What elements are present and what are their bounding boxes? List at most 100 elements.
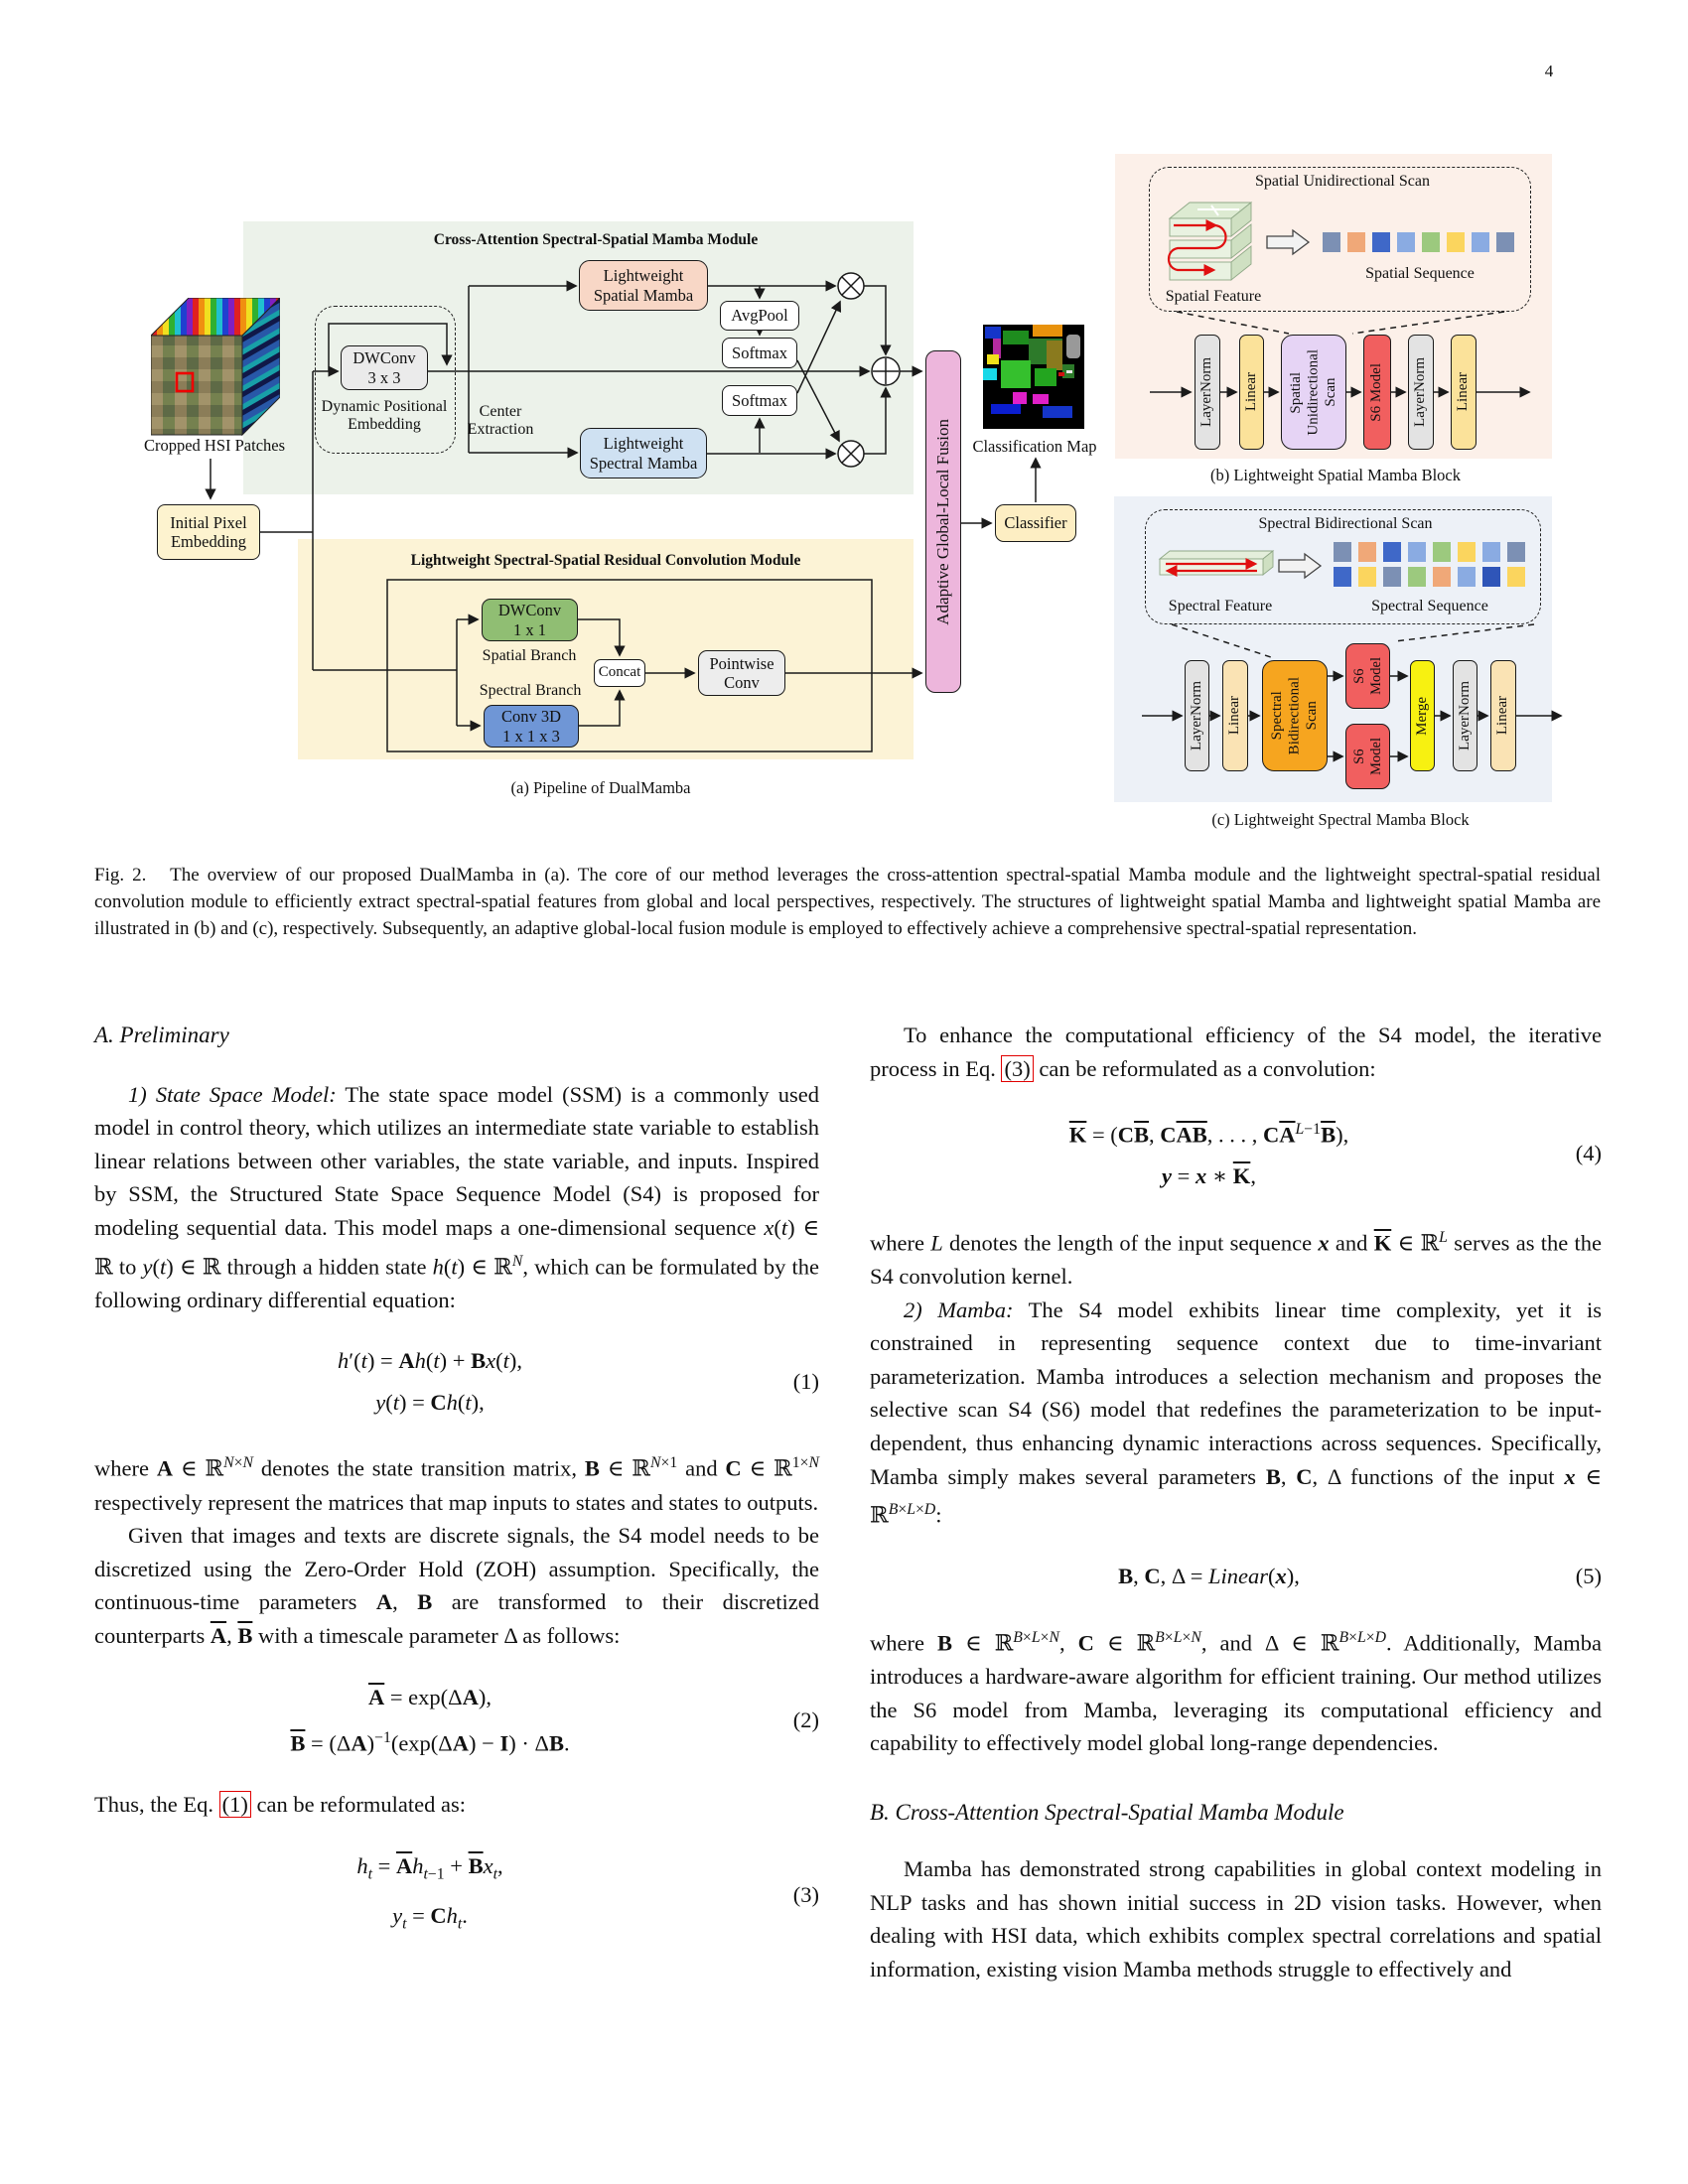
- scan-to-sequence-arrow-icon: [1266, 228, 1311, 256]
- b-layernorm1-label: LayerNorm: [1198, 357, 1215, 427]
- c-linear1-label: Linear: [1226, 696, 1243, 736]
- c-s6-model-top-label: S6 Model: [1350, 657, 1384, 695]
- b-s6-model-label: S6 Model: [1368, 362, 1385, 422]
- c-spectral-scan-box: Spectral Bidirectional Scan: [1262, 660, 1328, 771]
- equation-2: A = exp(ΔA), B = (ΔA)−1(exp(ΔA) − I) · Δ…: [94, 1681, 819, 1761]
- b-layernorm2-box: LayerNorm: [1408, 335, 1434, 450]
- figure-2: Cropped HSI Patches Initial Pixel Embedd…: [0, 0, 1688, 844]
- equation-3: ht = Aht−1 + Bxt, yt = Cht. (3): [94, 1849, 819, 1941]
- spectral-feature-label: Spectral Feature: [1168, 598, 1273, 614]
- adaptive-global-local-fusion-bar: Adaptive Global-Local Fusion: [925, 350, 961, 693]
- panel-a-caption: (a) Pipeline of DualMamba: [510, 778, 691, 797]
- section-a-heading: A. Preliminary: [94, 1023, 229, 1047]
- equation-3-line1: ht = Aht−1 + Bxt,: [356, 1852, 503, 1883]
- spatial-feature-label: Spatial Feature: [1165, 288, 1262, 305]
- paragraph-thus-eq1: Thus, the Eq. (1) can be reformulated as…: [94, 1791, 467, 1819]
- spatial-scan-balloon: [1149, 167, 1531, 312]
- pointwise-conv-box: Pointwise Conv: [698, 650, 785, 696]
- equation-4-number: (4): [1575, 1140, 1602, 1165]
- b-linear2-label: Linear: [1455, 372, 1472, 412]
- b-layernorm1-box: LayerNorm: [1195, 335, 1220, 450]
- paragraph-mamba-vision: Mamba has demonstrated strong capabiliti…: [870, 1856, 1602, 1982]
- spectral-sequence-squares-row2: [1334, 567, 1525, 587]
- dynamic-positional-embedding-label: Dynamic Positional Embedding: [321, 398, 448, 434]
- spectral-sequence-label: Spectral Sequence: [1371, 598, 1488, 614]
- equation-5: B, C, Δ = Linear(x), (5): [870, 1560, 1602, 1593]
- lightweight-spatial-mamba-box: Lightweight Spatial Mamba: [579, 260, 708, 311]
- c-s6-model-bottom-box: S6 Model: [1345, 724, 1390, 789]
- paragraph-convolution-intro: To enhance the computational efficiency …: [870, 1023, 1602, 1082]
- paragraph-state-space-model: 1) State Space Model: The state space mo…: [94, 1081, 820, 1312]
- equation-4-line2: y = x ∗ K,: [1162, 1163, 1256, 1189]
- b-s6-model-box: S6 Model: [1363, 335, 1391, 450]
- c-linear2-label: Linear: [1494, 696, 1511, 736]
- conv3d-1x1x3-box: Conv 3D 1 x 1 x 3: [484, 705, 579, 748]
- concat-box: Concat: [594, 659, 645, 687]
- spatial-sequence-squares: [1323, 232, 1514, 252]
- equation-2-number: (2): [792, 1707, 819, 1733]
- paragraph-hardware-aware: where B ∈ ℝB×L×N, C ∈ ℝB×L×N, and Δ ∈ ℝB…: [870, 1628, 1603, 1756]
- equation-1-line1: h′(t) = Ah(t) + Bx(t),: [338, 1348, 522, 1374]
- figure-caption: Fig. 2. The overview of our proposed Dua…: [94, 865, 1601, 940]
- paragraph-kernel: where L denotes the length of the input …: [870, 1228, 1602, 1289]
- cross-attention-module-title: Cross-Attention Spectral-Spatial Mamba M…: [433, 231, 759, 248]
- classification-map-image: [983, 325, 1084, 429]
- c-merge-box: Merge: [1410, 660, 1435, 771]
- hsi-cube-image: [151, 298, 280, 437]
- c-linear2-box: Linear: [1490, 660, 1516, 771]
- panel-a-yellow-module-bg: [298, 539, 914, 759]
- c-s6-model-top-box: S6 Model: [1345, 643, 1390, 709]
- equation-2-line2: B = (ΔA)−1(exp(ΔA) − I) · ΔB.: [290, 1729, 570, 1756]
- paragraph-zoh: Given that images and texts are discrete…: [94, 1523, 820, 1648]
- c-layernorm2-box: LayerNorm: [1453, 660, 1477, 771]
- c-layernorm1-box: LayerNorm: [1185, 660, 1209, 771]
- right-column: To enhance the computational efficiency …: [870, 1019, 1602, 1986]
- c-spectral-scan-label: Spectral Bidirectional Scan: [1268, 676, 1320, 755]
- page-number: 4: [1544, 62, 1554, 80]
- equation-4-line1: K = (CB, CAB, . . . , CAL−1B),: [1068, 1121, 1349, 1148]
- cropped-hsi-patches-label: Cropped HSI Patches: [143, 436, 286, 455]
- spectral-feature-bar-icon: [1158, 550, 1275, 578]
- adaptive-global-local-fusion-label: Adaptive Global-Local Fusion: [933, 418, 953, 625]
- panel-c-caption: (c) Lightweight Spectral Mamba Block: [1211, 810, 1470, 829]
- dynamic-positional-embedding-group: [315, 306, 456, 454]
- residual-conv-module-title: Lightweight Spectral-Spatial Residual Co…: [410, 552, 801, 569]
- b-linear2-box: Linear: [1451, 335, 1477, 450]
- dwconv-3x3-box: DWConv 3 x 3: [341, 345, 428, 390]
- initial-pixel-embedding-box: Initial Pixel Embedding: [157, 504, 260, 560]
- lightweight-spectral-mamba-box: Lightweight Spectral Mamba: [580, 428, 707, 478]
- avgpool-box: AvgPool: [720, 301, 799, 331]
- equation-1-line2: y(t) = Ch(t),: [375, 1389, 485, 1415]
- softmax-top-box: Softmax: [722, 338, 797, 368]
- equation-5-number: (5): [1575, 1564, 1602, 1589]
- spatial-sequence-label: Spatial Sequence: [1365, 265, 1475, 282]
- equation-3-number: (3): [792, 1882, 819, 1908]
- equation-1: h′(t) = Ah(t) + Bx(t), y(t) = Ch(t), (1): [94, 1344, 819, 1419]
- spectral-scan-balloon: [1145, 509, 1541, 624]
- equation-4: K = (CB, CAB, . . . , CAL−1B), y = x ∗ K…: [870, 1113, 1602, 1193]
- paragraph-where-matrices: where A ∈ ℝN×N denotes the state transit…: [94, 1454, 819, 1515]
- center-extraction-label: Center Extraction: [467, 403, 534, 439]
- c-s6-model-bottom-label: S6 Model: [1350, 738, 1384, 775]
- spectral-sequence-squares-row1: [1334, 542, 1525, 562]
- spectral-branch-label: Spectral Branch: [479, 682, 582, 699]
- spatial-unidirectional-scan-title: Spatial Unidirectional Scan: [1255, 173, 1430, 190]
- c-layernorm1-label: LayerNorm: [1188, 681, 1204, 751]
- b-layernorm2-label: LayerNorm: [1412, 357, 1429, 427]
- figure-connectors: [205, 272, 1563, 762]
- equation-1-number: (1): [792, 1369, 819, 1395]
- equation-5-line1: B, C, Δ = Linear(x),: [1118, 1564, 1300, 1589]
- softmax-bottom-box: Softmax: [722, 385, 797, 416]
- b-spatial-scan-box: Spatial Unidirectional Scan: [1281, 335, 1346, 450]
- c-linear1-box: Linear: [1222, 660, 1248, 771]
- c-layernorm2-label: LayerNorm: [1456, 681, 1473, 751]
- paragraph-mamba: 2) Mamba: The S4 model exhibits linear t…: [870, 1297, 1603, 1528]
- left-column: A. Preliminary 1) State Space Model: The…: [94, 1019, 819, 1969]
- equation-3-line2: yt = Cht.: [392, 1902, 468, 1933]
- b-linear1-label: Linear: [1242, 372, 1259, 412]
- dwconv-1x1-box: DWConv 1 x 1: [482, 599, 578, 641]
- spatial-feature-cube-icon: [1167, 202, 1253, 281]
- b-spatial-scan-label: Spatial Unidirectional Scan: [1287, 348, 1338, 436]
- classification-map-label: Classification Map: [972, 437, 1097, 456]
